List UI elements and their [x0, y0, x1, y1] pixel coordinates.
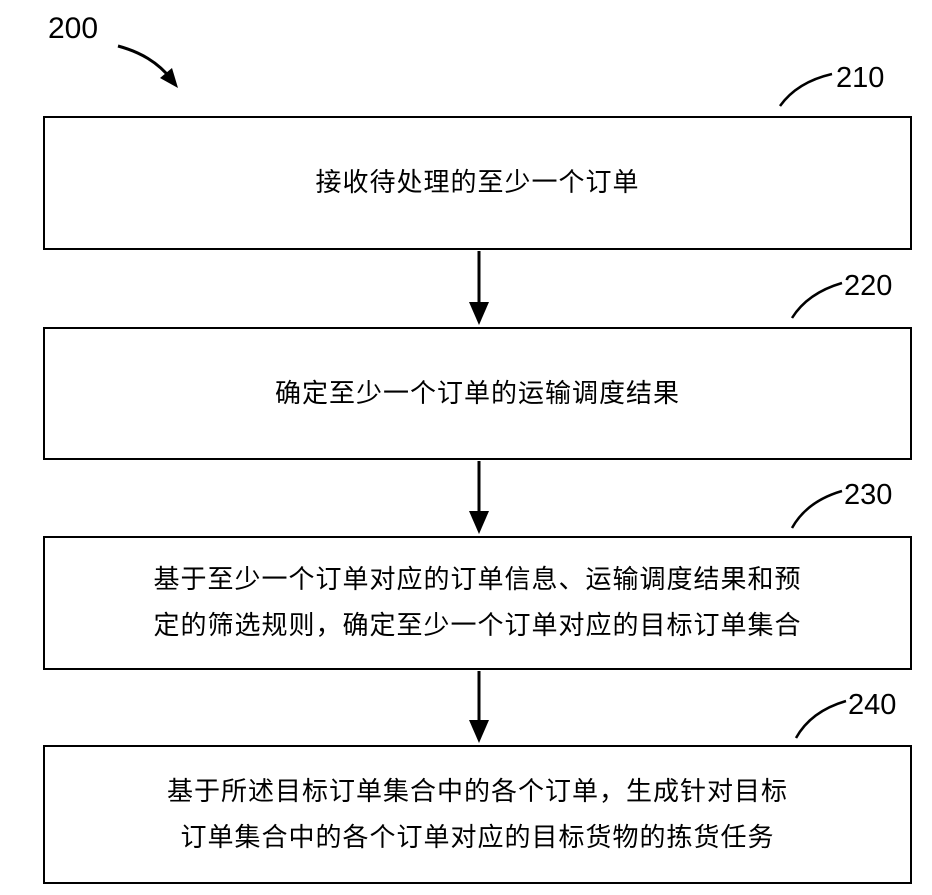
- ref-label-240: 240: [848, 689, 896, 721]
- step-box-230: 基于至少一个订单对应的订单信息、运输调度结果和预 定的筛选规则，确定至少一个订单…: [43, 536, 912, 670]
- arrow-210-to-220: [469, 251, 489, 325]
- leader-line-220: [792, 283, 842, 318]
- ref-label-230: 230: [844, 479, 892, 511]
- step-text-240: 基于所述目标订单集合中的各个订单，生成针对目标 订单集合中的各个订单对应的目标货…: [167, 769, 788, 861]
- step-line: 基于至少一个订单对应的订单信息、运输调度结果和预: [153, 557, 801, 603]
- arrow-230-to-240: [469, 671, 489, 743]
- ref-label-220: 220: [844, 270, 892, 302]
- step-box-210: 接收待处理的至少一个订单: [43, 116, 912, 250]
- step-text-210: 接收待处理的至少一个订单: [315, 160, 639, 206]
- leader-line-240: [796, 701, 846, 738]
- figure-pointer-arrow: [118, 46, 178, 88]
- step-line: 接收待处理的至少一个订单: [315, 160, 639, 206]
- step-text-220: 确定至少一个订单的运输调度结果: [275, 371, 680, 417]
- step-line: 订单集合中的各个订单对应的目标货物的拣货任务: [167, 815, 788, 861]
- step-box-220: 确定至少一个订单的运输调度结果: [43, 327, 912, 460]
- step-line: 定的筛选规则，确定至少一个订单对应的目标订单集合: [153, 603, 801, 649]
- step-box-240: 基于所述目标订单集合中的各个订单，生成针对目标 订单集合中的各个订单对应的目标货…: [43, 745, 912, 884]
- step-line: 确定至少一个订单的运输调度结果: [275, 371, 680, 417]
- figure-label: 200: [48, 12, 98, 46]
- arrow-220-to-230: [469, 461, 489, 534]
- leader-line-210: [780, 74, 832, 106]
- ref-label-210: 210: [836, 62, 884, 94]
- leader-line-230: [792, 491, 842, 528]
- step-line: 基于所述目标订单集合中的各个订单，生成针对目标: [167, 769, 788, 815]
- step-text-230: 基于至少一个订单对应的订单信息、运输调度结果和预 定的筛选规则，确定至少一个订单…: [153, 557, 801, 649]
